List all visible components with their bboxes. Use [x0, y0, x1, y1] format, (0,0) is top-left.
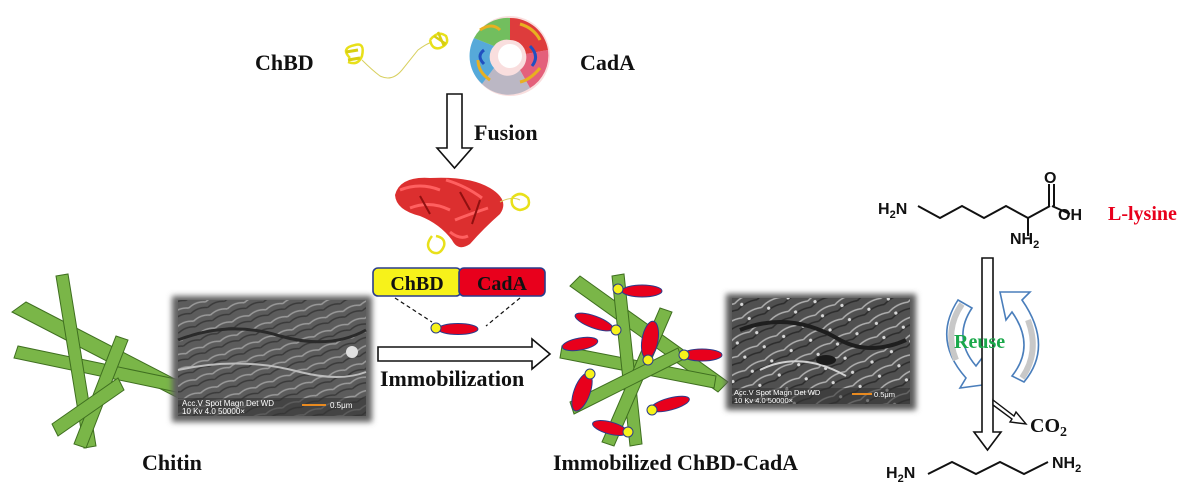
fusion-bar-cada-label: CadA: [477, 273, 528, 295]
sem-left-scale-label: 0.5μm: [330, 401, 353, 410]
sem-right-scale-label: 0.5μm: [874, 390, 895, 399]
lysine-label: L-lysine: [1108, 203, 1177, 225]
chbd-protein-structure: [344, 31, 449, 79]
immobilized-label: Immobilized ChBD-CadA: [553, 450, 798, 475]
chitin-label: Chitin: [142, 450, 202, 475]
immobilization-arrow: [377, 337, 552, 371]
sem-left-info-line2: 10 Kv 4.0 50000×: [182, 407, 245, 416]
lysine-alpha-amine: NH2: [1010, 231, 1039, 251]
reuse-cycle-arrows: [946, 291, 1040, 390]
fusion-construct-bar: [372, 267, 546, 297]
cadaverine-amine-left: H2N: [886, 465, 915, 485]
fusion-label: Fusion: [474, 120, 538, 145]
chbd-cada-fusion-structure: [395, 177, 531, 255]
sem-image-chitin: [172, 296, 372, 422]
reaction-down-arrow: [972, 257, 1003, 452]
dashed-guide-right: [485, 297, 521, 327]
lysine-carbonyl-o: O: [1044, 170, 1056, 187]
fusion-arrow: [435, 93, 474, 170]
fusion-icon-small: [430, 322, 479, 335]
lysine-structure: [917, 184, 1071, 236]
cada-top-label: CadA: [580, 50, 635, 75]
co2-label: CO2: [1030, 415, 1067, 440]
lysine-amine-left: H2N: [878, 201, 907, 221]
sem-right-info-line1: Acc.V Spot Magn Det WD: [734, 388, 821, 397]
cadaverine-amine-right: NH2: [1052, 455, 1081, 475]
reuse-label: Reuse: [954, 331, 1005, 353]
co2-release-arrow: [992, 398, 1028, 425]
dashed-guide-left: [394, 297, 433, 323]
cada-decamer-structure: [469, 16, 550, 96]
chbd-top-label: ChBD: [255, 50, 314, 75]
cadaverine-structure: [927, 460, 1049, 476]
immobilized-enzymes: [561, 283, 723, 438]
chitin-fibers: [11, 273, 197, 449]
lysine-hydroxyl: OH: [1058, 207, 1082, 224]
sem-left-info-line1: Acc.V Spot Magn Det WD: [182, 399, 274, 408]
sem-image-immobilized: [726, 294, 916, 410]
immobilization-label: Immobilization: [380, 366, 524, 391]
sem-right-info-line2: 10 Kv 4.0 50000×: [734, 396, 793, 405]
fusion-bar-chbd-label: ChBD: [390, 273, 443, 295]
